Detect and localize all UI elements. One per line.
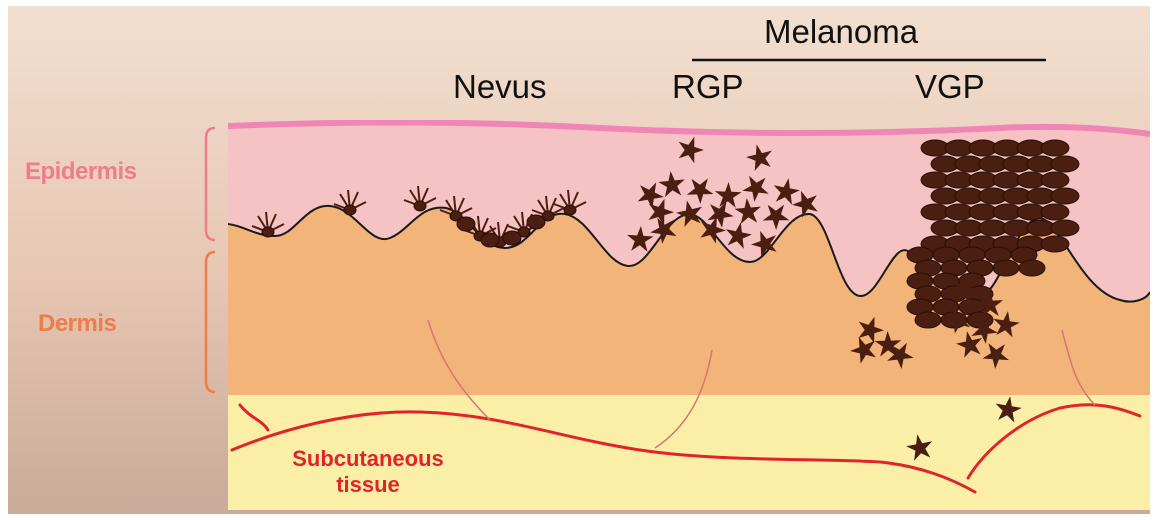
nevus-nest-cell [503, 231, 521, 245]
vgp-tumor-cell [1051, 156, 1079, 172]
vgp-tumor-cell [1051, 188, 1079, 204]
melanoma-label: Melanoma [764, 13, 918, 51]
subcutaneous-label-line2: tissue [268, 472, 468, 498]
vgp-tumor-cell [915, 312, 941, 328]
nevus-label: Nevus [453, 68, 547, 106]
nevus-melanocyte-body [414, 201, 426, 211]
epidermis-label: Epidermis [25, 158, 137, 186]
nevus-nest-cell [457, 217, 475, 231]
nevus-melanocyte-body [564, 205, 576, 215]
subcutaneous-tissue-label: Subcutaneous tissue [268, 446, 468, 498]
vgp-label: VGP [915, 68, 985, 106]
vgp-tumor-cell [1041, 204, 1069, 220]
nevus-melanocyte-body [262, 227, 274, 237]
vgp-tumor-cell [1041, 236, 1069, 252]
nevus-nest-cell [481, 233, 499, 247]
subcutaneous-label-line1: Subcutaneous [268, 446, 468, 472]
vgp-tumor-cell [1019, 260, 1045, 276]
rgp-label: RGP [672, 68, 744, 106]
vgp-tumor-cell [1041, 172, 1069, 188]
vgp-tumor-cell [1041, 140, 1069, 156]
vgp-tumor-cell [993, 260, 1019, 276]
nevus-melanocyte-body [344, 205, 356, 215]
nevus-nest-cell [527, 215, 545, 229]
vgp-tumor-cell [1051, 220, 1079, 236]
dermis-label: Dermis [38, 310, 116, 338]
